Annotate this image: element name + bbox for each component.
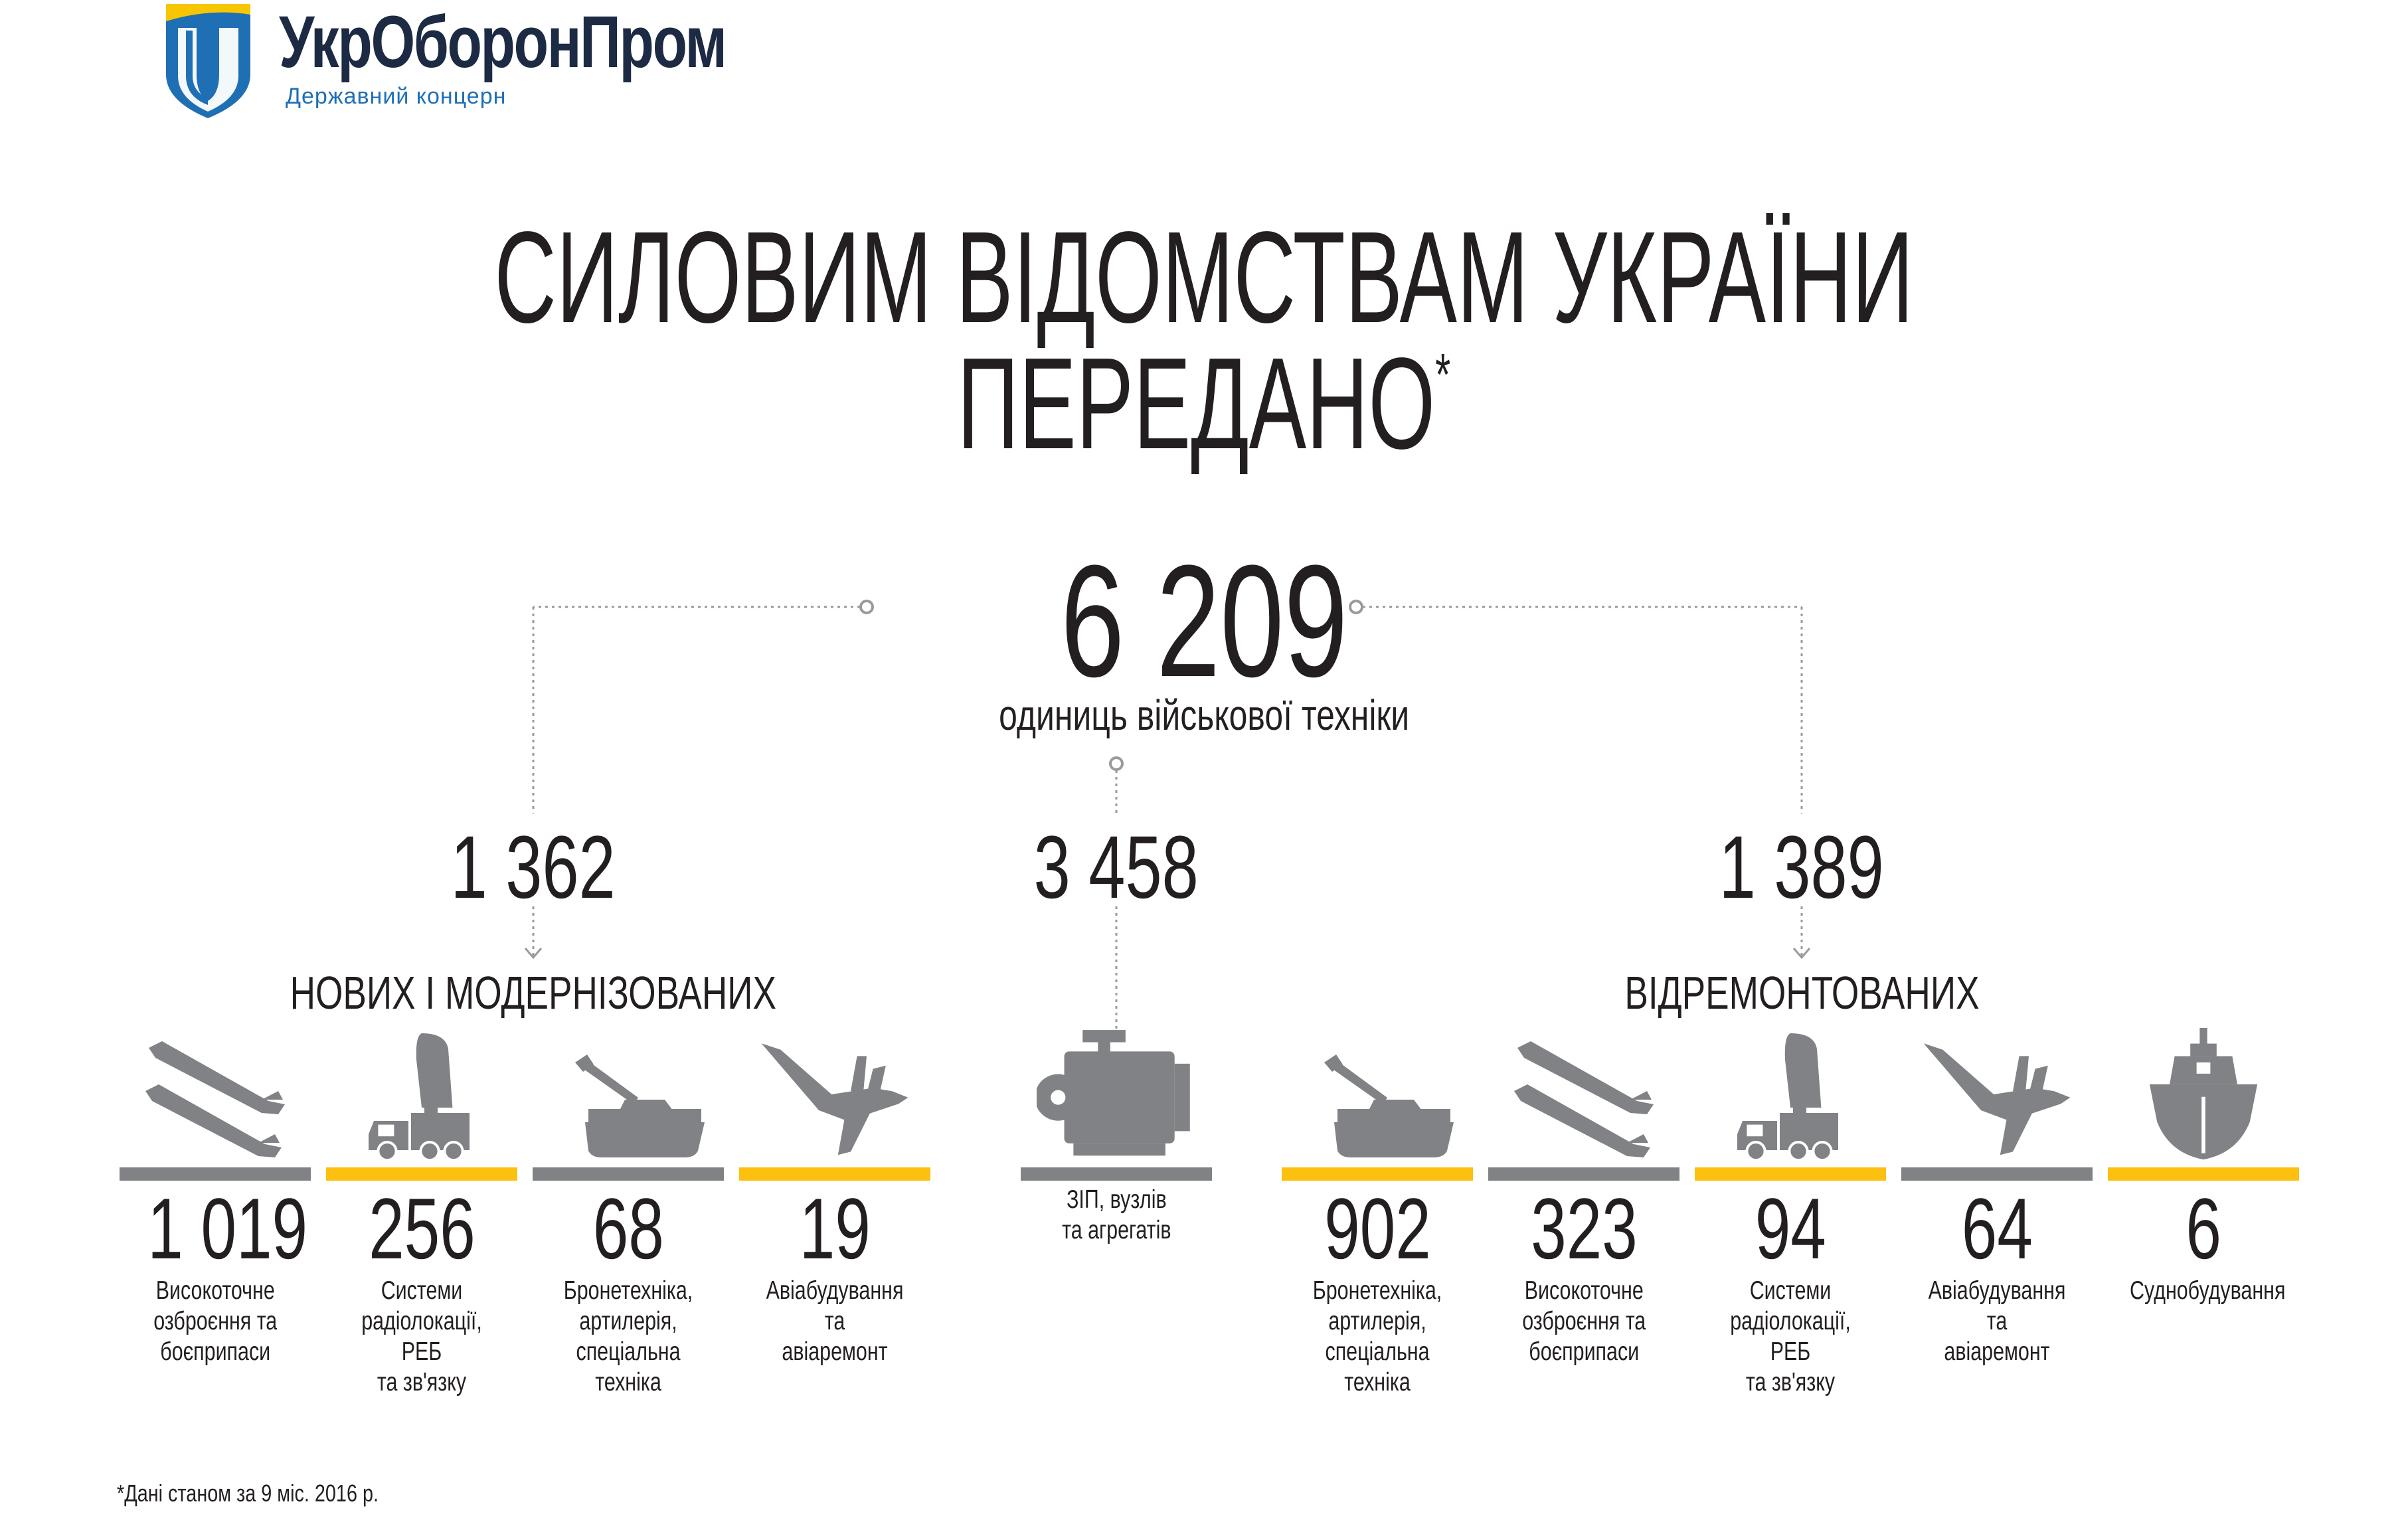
category-bar bbox=[533, 1167, 724, 1181]
title-asterisk: * bbox=[1435, 342, 1451, 408]
category-bar bbox=[120, 1167, 311, 1181]
item-description: Високоточне озброєння та боєприпаси bbox=[153, 1276, 278, 1366]
item-description: Суднобудування bbox=[2130, 1276, 2286, 1305]
item-description: Бронетехніка, артилерія, спеціальна техн… bbox=[1312, 1276, 1442, 1396]
engine-icon bbox=[1021, 1028, 1212, 1161]
page-title-line-1: СИЛОВИМ ВІДОМСТВАМ УКРАЇНИ bbox=[494, 205, 1914, 350]
item-value: 323 bbox=[1530, 1180, 1638, 1277]
item-card-armor-repaired: 902 Бронетехніка, артилерія, спеціальна … bbox=[1282, 1028, 1473, 1398]
group-repaired-value: 1 389 bbox=[1719, 818, 1885, 917]
item-card-shipbuilding: 6 Суднобудування bbox=[2108, 1028, 2299, 1306]
group-parts-value: 3 458 bbox=[1033, 818, 1199, 917]
category-bar bbox=[1901, 1167, 2093, 1181]
item-value: 64 bbox=[1961, 1180, 2033, 1277]
group-new-label: НОВИХ І МОДЕРНІЗОВАНИХ bbox=[290, 967, 777, 1019]
missiles-icon bbox=[1488, 1028, 1679, 1161]
left-connector-dot bbox=[859, 600, 874, 614]
item-value: 256 bbox=[368, 1180, 475, 1277]
item-card-high-precision-new: 1 019 Високоточне озброєння та боєприпас… bbox=[120, 1028, 311, 1367]
jet-icon bbox=[1901, 1028, 2093, 1161]
page-title-line-2: ПЕРЕДАНО* bbox=[957, 331, 1451, 476]
item-description: Бронетехніка, артилерія, спеціальна техн… bbox=[563, 1276, 693, 1396]
item-card-aviation-repaired: 64 Авіабудування та авіаремонт bbox=[1901, 1028, 2093, 1367]
brand-name: УкрОборонПром bbox=[279, 1, 727, 83]
radar-truck-icon bbox=[1695, 1028, 1886, 1161]
category-bar bbox=[1488, 1167, 1679, 1181]
item-description: ЗІП, вузлів та агрегатів bbox=[1061, 1185, 1171, 1245]
item-description: Системи радіолокації, РЕБ та зв'язку bbox=[1730, 1276, 1851, 1396]
brand-subtitle: Державний концерн bbox=[286, 84, 507, 109]
tank-icon bbox=[533, 1028, 724, 1161]
group-repaired-label: ВІДРЕМОНТОВАНИХ bbox=[1624, 967, 1980, 1019]
missiles-icon bbox=[120, 1028, 311, 1161]
footnote: *Дані станом за 9 міс. 2016 р. bbox=[117, 1479, 379, 1507]
item-description: Високоточне озброєння та боєприпаси bbox=[1521, 1276, 1646, 1366]
item-card-spare-parts: ЗІП, вузлів та агрегатів bbox=[1021, 1028, 1212, 1246]
category-bar bbox=[1282, 1167, 1473, 1181]
left-arrow-head bbox=[524, 948, 543, 960]
total-value: 6 209 bbox=[1060, 532, 1348, 710]
item-description: Авіабудування та авіаремонт bbox=[766, 1276, 904, 1366]
category-bar bbox=[1021, 1167, 1212, 1181]
item-value: 6 bbox=[2186, 1180, 2221, 1277]
item-description: Авіабудування та авіаремонт bbox=[1928, 1276, 2066, 1366]
item-card-aviation-new: 19 Авіабудування та авіаремонт bbox=[739, 1028, 930, 1367]
item-value: 1 019 bbox=[147, 1180, 308, 1277]
center-connector-dot bbox=[1109, 756, 1124, 771]
ship-icon bbox=[2108, 1028, 2299, 1161]
category-bar bbox=[2108, 1167, 2299, 1181]
item-value: 94 bbox=[1755, 1180, 1826, 1277]
item-card-radar-new: 256 Системи радіолокації, РЕБ та зв'язку bbox=[326, 1028, 517, 1398]
category-bar bbox=[739, 1167, 930, 1181]
item-card-armor-new: 68 Бронетехніка, артилерія, спеціальна т… bbox=[533, 1028, 724, 1398]
item-card-radar-repaired: 94 Системи радіолокації, РЕБ та зв'язку bbox=[1695, 1028, 1886, 1398]
right-connector-dot bbox=[1349, 600, 1363, 614]
item-value: 19 bbox=[799, 1180, 871, 1277]
tank-icon bbox=[1282, 1028, 1473, 1161]
ukroboronprom-shield-logo bbox=[163, 1, 253, 121]
category-bar bbox=[326, 1167, 517, 1181]
item-value: 902 bbox=[1324, 1180, 1431, 1277]
category-bar bbox=[1695, 1167, 1886, 1181]
group-new-value: 1 362 bbox=[450, 818, 616, 917]
item-card-high-precision-repaired: 323 Високоточне озброєння та боєприпаси bbox=[1488, 1028, 1679, 1367]
right-arrow-head bbox=[1792, 948, 1811, 960]
jet-icon bbox=[739, 1028, 930, 1161]
item-description: Системи радіолокації, РЕБ та зв'язку bbox=[361, 1276, 482, 1396]
item-value: 68 bbox=[592, 1180, 664, 1277]
radar-truck-icon bbox=[326, 1028, 517, 1161]
total-label: одиниць військової техніки bbox=[998, 691, 1410, 739]
